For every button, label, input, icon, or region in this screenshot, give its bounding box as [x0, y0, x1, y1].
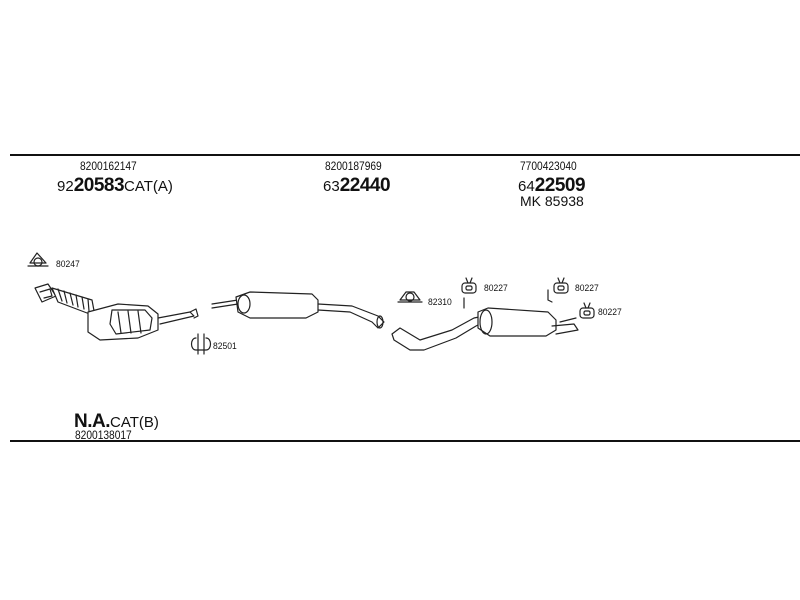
- label-hanger-3: 80227: [598, 307, 622, 318]
- part-code-3-extra: MK 85938: [520, 193, 584, 209]
- label-gasket: 80247: [56, 259, 80, 270]
- label-clamp-front: 82501: [213, 341, 237, 352]
- clamp-mid-icon: [397, 291, 423, 303]
- label-hanger-1: 80227: [484, 283, 508, 294]
- catalytic-converter-icon: [34, 283, 199, 341]
- label-hanger-2: 80227: [575, 283, 599, 294]
- label-clamp-mid: 82310: [428, 297, 452, 308]
- bottom-divider: [10, 440, 800, 442]
- top-divider: [10, 154, 800, 156]
- ref-number-3: 7700423040: [520, 159, 577, 173]
- ref-number-2: 8200187969: [325, 159, 382, 173]
- hanger-icon: [579, 302, 595, 319]
- part-code-1: 9220583CAT(A): [57, 175, 173, 196]
- clamp-front-icon: [190, 333, 212, 355]
- part-code-2: 6322440: [323, 175, 391, 196]
- hanger-icon: [547, 277, 569, 303]
- ref-number-bottom: 8200138017: [75, 428, 132, 442]
- gasket-icon: [27, 252, 49, 267]
- part-code-3: 6422509: [518, 175, 586, 196]
- hanger-icon: [461, 277, 477, 309]
- ref-number-1: 8200162147: [80, 159, 137, 173]
- center-muffler-icon: [211, 291, 385, 329]
- part-code-bottom: N.A.CAT(B): [74, 411, 159, 432]
- rear-muffler-icon: [391, 307, 579, 351]
